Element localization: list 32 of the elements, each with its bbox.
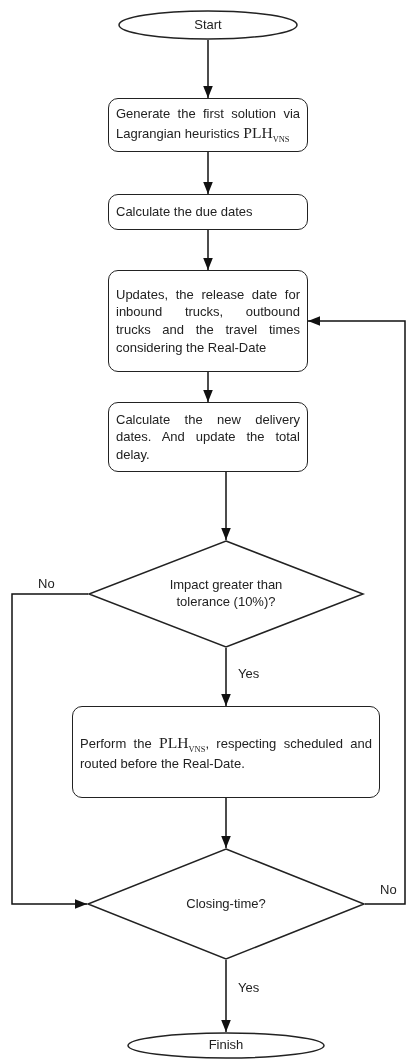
edge-label: Yes [236,980,262,995]
decision-text: Closing-time? [186,895,266,913]
process-box [72,706,380,798]
arrow [221,471,231,541]
arrow [11,593,89,909]
arrow [221,959,231,1033]
terminal-text: Start [194,16,222,34]
process-text: Generate the first solution via Lagrangian heuristics PLH$_{VNS}$ [116,104,300,146]
terminal-ellipse [118,10,298,40]
decision-diamond [88,540,364,648]
terminal-text: Finish [208,1037,244,1054]
process-box [108,270,308,372]
edge-label: Yes [236,666,262,681]
decision-diamond [87,848,365,960]
arrow [203,151,213,195]
edge-label: No [36,576,57,591]
arrow [221,647,231,707]
process-box [108,194,308,230]
decision-text: Impact greater than tolerance (10%)? [168,577,284,611]
arrow [203,229,213,271]
arrow [203,39,213,99]
terminal-ellipse [127,1032,325,1059]
process-box [108,402,308,472]
arrow [221,797,231,849]
arrow [203,371,213,403]
process-text: Perform the PLH$_{VNS}$, respecting scheduled and routed before the Real-Date. [80,732,372,773]
process-box [108,98,308,152]
process-text: Calculate the due dates [116,203,254,221]
edge-label: No [378,882,399,897]
arrow [307,316,406,905]
process-text: Calculate the new delivery dates. And update the total delay. [116,410,300,464]
process-text: Updates, the release date for inbound trucks, outbound trucks and the travel times considering the Real-Date [116,285,300,357]
